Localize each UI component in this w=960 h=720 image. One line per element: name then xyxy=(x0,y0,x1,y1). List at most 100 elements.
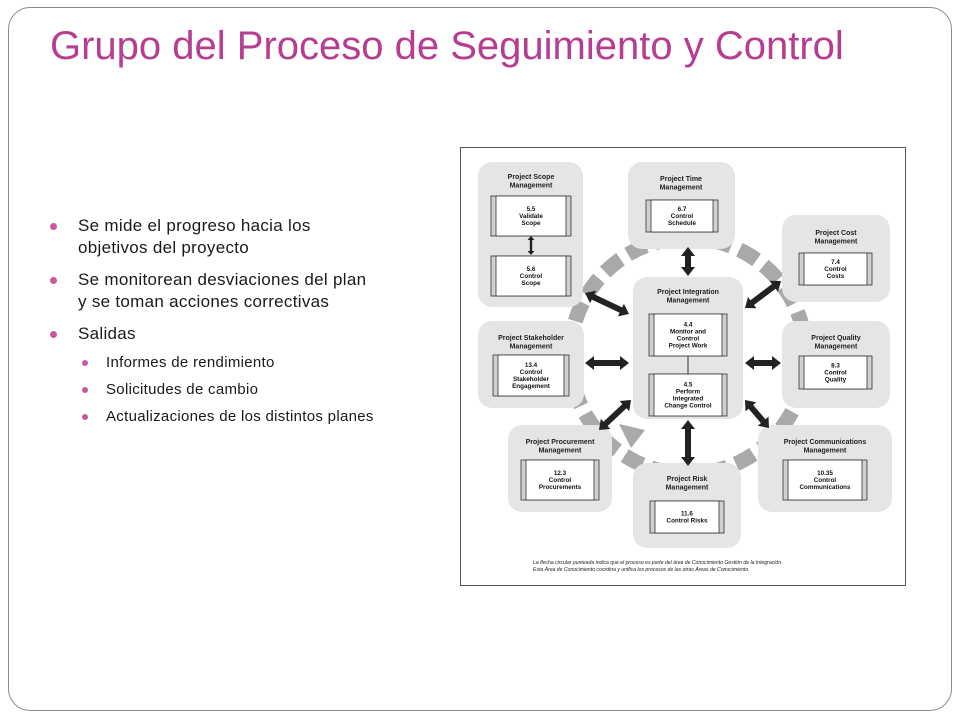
area-header: Project Cost xyxy=(815,230,857,237)
process-label: Procurements xyxy=(539,484,582,491)
area-header: Management xyxy=(660,185,703,192)
process-label: Control xyxy=(549,477,572,484)
bullet-list: Se mide el progreso hacia los objetivos … xyxy=(48,215,378,437)
process-label: Control xyxy=(677,336,700,343)
arrow-risk-integration-icon xyxy=(681,420,695,466)
process-label: Integrated xyxy=(673,396,704,403)
process-inner xyxy=(495,195,567,237)
process-label: Control xyxy=(814,477,837,484)
process-label: Control xyxy=(824,370,847,377)
area-header: Project Risk xyxy=(667,476,708,483)
process-label: Change Control xyxy=(664,403,711,410)
sub-bullet-dot-icon xyxy=(82,414,88,420)
process-label: Control Risks xyxy=(667,518,708,525)
process-label: 7.4 xyxy=(831,259,840,266)
bullet-dot-icon xyxy=(50,277,57,284)
process-label: 10.35 xyxy=(817,470,833,477)
process-label: 4.4 xyxy=(684,322,693,329)
area-header: Project Scope xyxy=(508,174,555,181)
process-inner xyxy=(803,355,868,390)
sub-bullet-text: Solicitudes de cambio xyxy=(106,381,259,398)
process-inner xyxy=(653,373,723,417)
area-header: Project Stakeholder xyxy=(498,335,564,342)
arrow-cost-integration-icon xyxy=(745,280,781,309)
process-label: Schedule xyxy=(668,220,696,227)
arrow-scope-internal-icon xyxy=(527,236,535,255)
sub-bullet-text: Actualizaciones de los distintos planes xyxy=(106,408,374,425)
area-header: Project Time xyxy=(660,176,702,183)
sub-bullet-item: Actualizaciones de los distintos planes xyxy=(78,407,378,427)
process-label: Project Work xyxy=(669,343,708,350)
process-label: 13.4 xyxy=(525,362,538,369)
arrow-procurement-integration-icon xyxy=(599,400,631,430)
area-header: Management xyxy=(666,485,709,492)
arrow-quality-integration-icon xyxy=(745,356,781,370)
process-label: Engagement xyxy=(512,383,551,390)
process-label: Validate xyxy=(519,213,543,220)
process-label: 6.7 xyxy=(678,206,687,213)
process-label: Monitor and xyxy=(670,329,706,336)
area-header: Management xyxy=(510,344,553,351)
process-label: Stakeholder xyxy=(513,376,550,383)
process-label: Quality xyxy=(825,377,847,384)
bullet-item: Salidas Informes de rendimiento Solicitu… xyxy=(48,323,378,427)
area-header: Project Quality xyxy=(811,335,861,342)
slide-title: Grupo del Proceso de Seguimiento y Contr… xyxy=(50,24,844,68)
bullet-text: Salidas xyxy=(78,324,136,343)
process-label: Control xyxy=(520,369,543,376)
process-inner xyxy=(787,459,863,501)
bullet-dot-icon xyxy=(50,331,57,338)
bullet-item: Se monitorean desviaciones del plan y se… xyxy=(48,269,378,313)
process-label: Scope xyxy=(522,280,541,287)
process-label: Control xyxy=(824,266,847,273)
area-communications: Project CommunicationsManagement10.35Con… xyxy=(758,425,892,512)
process-label: 12.3 xyxy=(554,470,567,477)
ring-arrowhead-icon xyxy=(619,424,645,448)
area-header: Management xyxy=(667,298,710,305)
sub-bullet-dot-icon xyxy=(82,360,88,366)
bullet-text: Se mide el progreso hacia los objetivos … xyxy=(78,216,311,257)
process-inner xyxy=(525,459,595,501)
process-label: 11.6 xyxy=(681,511,693,518)
arrow-scope-integration-icon xyxy=(585,290,629,317)
process-inner xyxy=(650,199,714,233)
process-label: Costs xyxy=(827,273,845,280)
area-header: Project Communications xyxy=(784,439,867,446)
process-inner xyxy=(497,354,565,397)
sub-bullet-item: Informes de rendimiento xyxy=(78,353,378,373)
diagram-footnote: La flecha circular punteada indica que e… xyxy=(533,560,782,566)
process-inner xyxy=(653,313,723,357)
area-header: Project Integration xyxy=(657,289,719,296)
process-inner xyxy=(495,255,567,297)
process-label: Control xyxy=(671,213,694,220)
process-label: Perform xyxy=(676,389,701,396)
area-header: Management xyxy=(539,448,582,455)
arrow-communications-integration-icon xyxy=(745,400,769,428)
area-header: Management xyxy=(510,183,553,190)
sub-bullet-item: Solicitudes de cambio xyxy=(78,380,378,400)
bullet-text: Se monitorean desviaciones del plan y se… xyxy=(78,270,367,311)
process-inner xyxy=(803,252,868,286)
process-label: Communications xyxy=(799,484,851,491)
area-header: Management xyxy=(815,344,858,351)
sub-bullet-dot-icon xyxy=(82,387,88,393)
process-label: 4.5 xyxy=(684,382,693,389)
